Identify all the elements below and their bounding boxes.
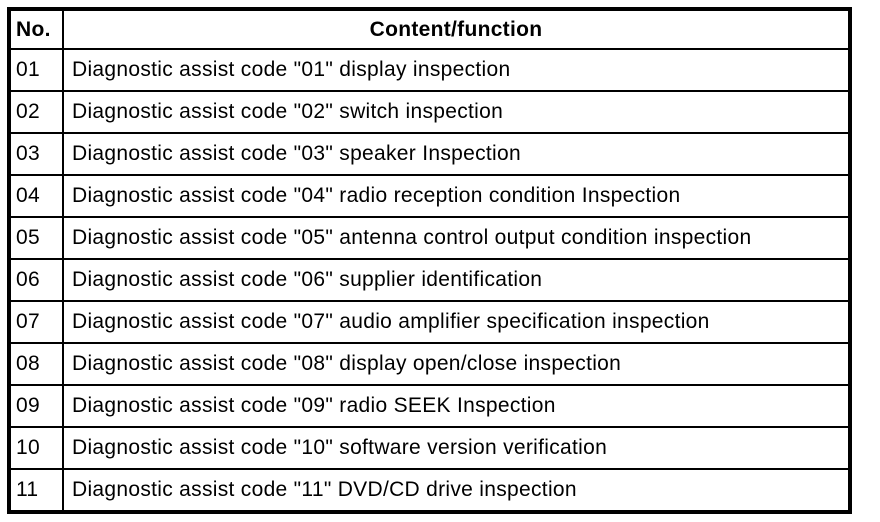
table-row: 04 Diagnostic assist code "04" radio rec… xyxy=(8,174,851,218)
row-number: 11 xyxy=(8,468,64,513)
row-content: Diagnostic assist code "09" radio SEEK I… xyxy=(62,384,851,428)
row-number: 04 xyxy=(8,174,64,218)
row-number: 10 xyxy=(8,426,64,470)
row-number: 03 xyxy=(8,132,64,176)
table-row: 02 Diagnostic assist code "02" switch in… xyxy=(8,90,851,134)
row-content: Diagnostic assist code "07" audio amplif… xyxy=(62,300,851,344)
table-header-row: No. Content/function xyxy=(8,8,851,50)
row-number: 02 xyxy=(8,90,64,134)
row-content: Diagnostic assist code "10" software ver… xyxy=(62,426,851,470)
table-row: 09 Diagnostic assist code "09" radio SEE… xyxy=(8,384,851,428)
table-row: 05 Diagnostic assist code "05" antenna c… xyxy=(8,216,851,260)
table-row: 07 Diagnostic assist code "07" audio amp… xyxy=(8,300,851,344)
row-content: Diagnostic assist code "05" antenna cont… xyxy=(62,216,851,260)
row-number: 06 xyxy=(8,258,64,302)
diagnostic-assist-code-table: No. Content/function 01 Diagnostic assis… xyxy=(7,7,852,514)
row-content: Diagnostic assist code "03" speaker Insp… xyxy=(62,132,851,176)
table-row: 01 Diagnostic assist code "01" display i… xyxy=(8,48,851,92)
row-content: Diagnostic assist code "06" supplier ide… xyxy=(62,258,851,302)
row-content: Diagnostic assist code "02" switch inspe… xyxy=(62,90,851,134)
column-header-no: No. xyxy=(8,8,64,50)
row-content: Diagnostic assist code "04" radio recept… xyxy=(62,174,851,218)
table-row: 10 Diagnostic assist code "10" software … xyxy=(8,426,851,470)
table-row: 06 Diagnostic assist code "06" supplier … xyxy=(8,258,851,302)
row-number: 01 xyxy=(8,48,64,92)
row-number: 05 xyxy=(8,216,64,260)
row-number: 08 xyxy=(8,342,64,386)
row-number: 07 xyxy=(8,300,64,344)
table-row: 11 Diagnostic assist code "11" DVD/CD dr… xyxy=(8,468,851,513)
row-content: Diagnostic assist code "01" display insp… xyxy=(62,48,851,92)
row-content: Diagnostic assist code "11" DVD/CD drive… xyxy=(62,468,851,513)
table-row: 08 Diagnostic assist code "08" display o… xyxy=(8,342,851,386)
column-header-content-function: Content/function xyxy=(62,8,851,50)
row-number: 09 xyxy=(8,384,64,428)
table-row: 03 Diagnostic assist code "03" speaker I… xyxy=(8,132,851,176)
row-content: Diagnostic assist code "08" display open… xyxy=(62,342,851,386)
